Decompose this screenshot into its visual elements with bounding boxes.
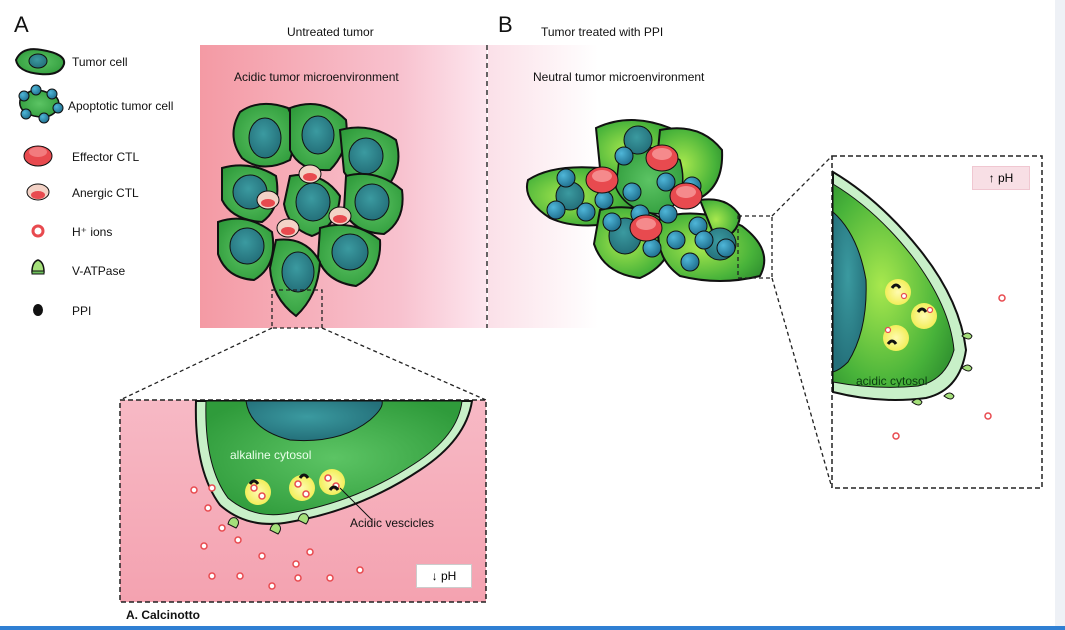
alkaline-cytosol-label: alkaline cytosol	[230, 448, 312, 462]
effector-ctl	[585, 166, 619, 194]
panel-a-letter: A	[14, 12, 29, 37]
tumor-cluster-a	[217, 102, 404, 318]
panel-a-title: Untreated tumor	[287, 25, 374, 39]
vesicle	[883, 325, 909, 351]
zoom-source-b	[737, 215, 773, 279]
bottom-accent-bar	[0, 626, 1065, 630]
anergic-ctl-icon	[26, 183, 50, 201]
v-atpase	[269, 523, 281, 535]
legend-label-anergic-ctl: Anergic CTL	[72, 186, 139, 200]
legend-label-ppi: PPI	[72, 304, 92, 318]
panel-b-environment-label: Neutral tumor microenvironment	[533, 70, 705, 84]
legend-label-tumor-cell: Tumor cell	[72, 55, 128, 69]
acidic-vesicle	[319, 469, 345, 495]
ph-decrease-badge: ↓ pH	[416, 564, 472, 588]
panel-b-letter: B	[498, 12, 513, 37]
legend-label-apoptotic-cell: Apoptotic tumor cell	[68, 99, 174, 113]
ppi-icon	[33, 304, 43, 316]
acidic-vesicle	[245, 479, 271, 505]
ph-increase-badge: ↑ pH	[972, 166, 1030, 190]
zoom-source-a	[271, 289, 323, 329]
h-ion-icon	[31, 224, 45, 238]
v-atpase	[227, 517, 239, 529]
effector-ctl	[629, 214, 663, 242]
effector-ctl	[669, 182, 703, 210]
anergic-ctl	[256, 190, 280, 210]
effector-ctl	[645, 144, 679, 172]
author-credit: A. Calcinotto	[126, 608, 200, 622]
apoptotic-cell-icon	[18, 84, 64, 124]
acidic-vesicle	[289, 473, 315, 501]
zoom-panel-b	[831, 155, 1043, 489]
legend-label-v-atpase: V-ATPase	[72, 264, 126, 278]
vesicle	[911, 303, 937, 329]
acidic-cytosol-label: acidic cytosol	[856, 374, 928, 388]
anergic-ctl	[328, 206, 352, 226]
legend-label-effector-ctl: Effector CTL	[72, 150, 140, 164]
legend-label-h-ions: H⁺ ions	[72, 225, 113, 239]
vesicle	[885, 279, 911, 305]
window-edge	[1055, 0, 1065, 626]
v-atpase	[297, 513, 309, 525]
panel-a-environment-label: Acidic tumor microenvironment	[234, 70, 399, 84]
effector-ctl-icon	[23, 145, 53, 167]
zoom-panel-a	[119, 399, 487, 603]
panel-b-title: Tumor treated with PPI	[541, 25, 664, 39]
anergic-ctl	[298, 164, 322, 184]
v-atpase-icon	[31, 259, 45, 275]
v-atpase-ppi	[911, 332, 973, 406]
acidic-vesicles-label: Acidic vescicles	[350, 516, 435, 530]
anergic-ctl	[276, 218, 300, 238]
h-ions-extracellular-b	[892, 294, 1006, 440]
tumor-cell-icon	[14, 48, 66, 76]
h-ions-extracellular	[190, 484, 364, 590]
